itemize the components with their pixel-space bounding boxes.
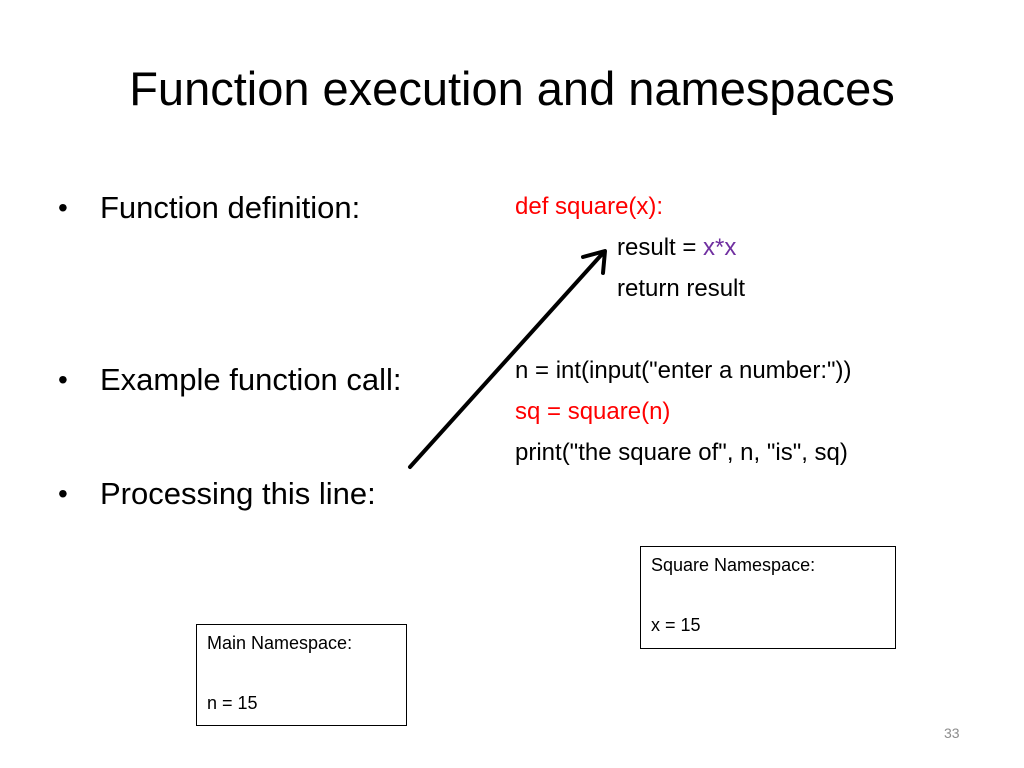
square-namespace-value: x = 15: [651, 615, 701, 635]
bullet-text: Example function call:: [100, 362, 402, 397]
code-expression: x*x: [703, 234, 737, 261]
bullet-example-call: • Example function call:: [58, 362, 402, 398]
code-line-input: n = int(input("enter a number:")): [515, 357, 852, 384]
bullet-dot: •: [58, 478, 68, 509]
bullet-function-definition: • Function definition:: [58, 190, 360, 226]
arrow-head: [581, 249, 607, 275]
code-text: result =: [617, 234, 704, 261]
code-line-result: result = x*x: [617, 227, 736, 268]
main-namespace-value: n = 15: [207, 693, 258, 713]
square-namespace-box: Square Namespace: x = 15: [640, 546, 896, 649]
bullet-text: Processing this line:: [100, 476, 376, 511]
bullet-text: Function definition:: [100, 190, 361, 225]
code-line-call: sq = square(n): [515, 398, 671, 425]
main-namespace-label: Main Namespace:: [207, 633, 353, 653]
main-namespace-box: Main Namespace: n = 15: [196, 624, 407, 726]
code-line-print: print("the square of", n, "is", sq): [515, 439, 848, 466]
code-line-def: def square(x):: [515, 193, 664, 220]
bullet-dot: •: [58, 192, 68, 223]
bullet-dot: •: [58, 364, 68, 395]
bullet-processing-line: • Processing this line:: [58, 476, 376, 512]
page-number: 33: [944, 725, 960, 741]
code-line-return: return result: [617, 275, 746, 302]
square-namespace-label: Square Namespace:: [651, 555, 816, 575]
slide-title: Function execution and namespaces: [129, 62, 895, 115]
